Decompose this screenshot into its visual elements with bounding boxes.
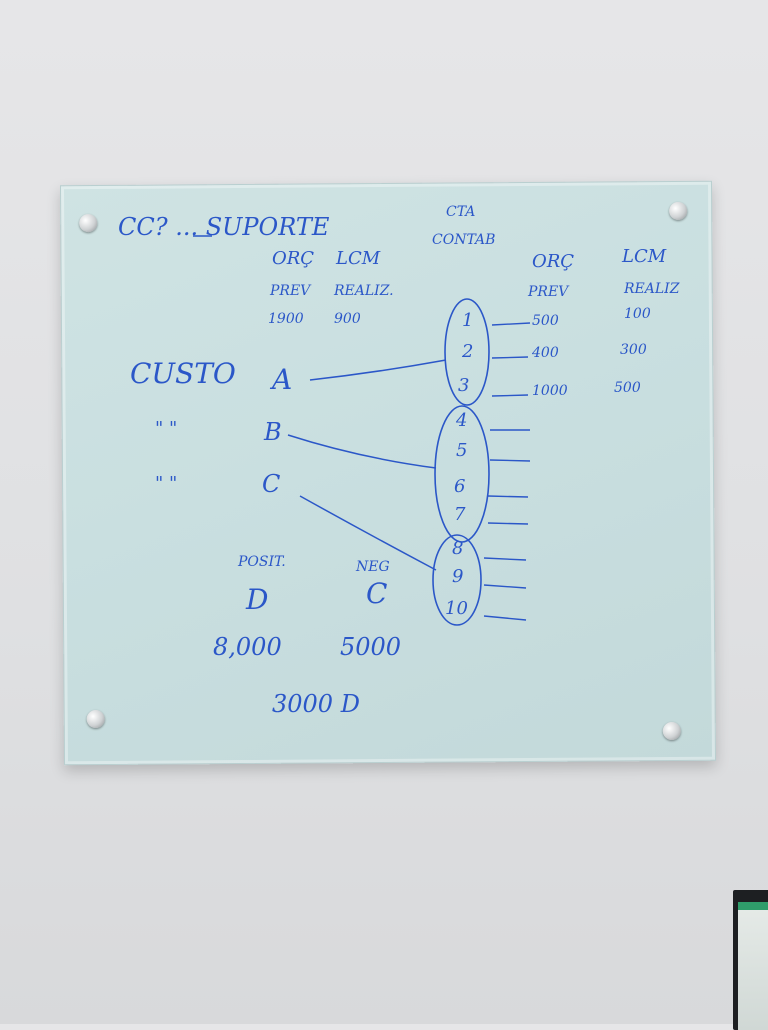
monitor-screen (738, 902, 768, 1030)
right-lcm-1: 100 (624, 306, 651, 322)
cta-header-line1: CTA (446, 204, 476, 220)
cta-header-line2: CONTAB (432, 232, 496, 248)
prev-header: PREV (270, 283, 311, 299)
bolt-top-right (669, 201, 688, 221)
right-orc-header: ORÇ (532, 251, 575, 272)
right-prev-header: PREV (528, 284, 569, 300)
account-2: 2 (462, 341, 474, 362)
cost-label-b: " " (155, 418, 178, 439)
account-3: 3 (458, 375, 470, 396)
account-7: 7 (454, 504, 466, 525)
orc-header: ORÇ (272, 248, 315, 269)
account-10: 10 (445, 598, 468, 619)
right-lcm-3: 500 (614, 380, 641, 396)
result-value: 3000 D (272, 690, 360, 718)
cost-letter-b: B (264, 418, 282, 446)
monitor-title-bar (738, 902, 768, 910)
cost-label-a: CUSTO (130, 357, 236, 390)
neg-label: NEG (356, 559, 390, 575)
right-orc-1: 500 (532, 313, 559, 329)
posit-value: 8,000 (213, 633, 282, 661)
account-1: 1 (462, 310, 474, 331)
bolt-bottom-right (662, 721, 681, 741)
realiz-header: REALIZ. (334, 283, 394, 299)
lcm-header: LCM (336, 248, 381, 269)
account-4: 4 (456, 410, 468, 431)
neg-letter: C (366, 577, 388, 610)
account-9: 9 (452, 566, 464, 587)
right-lcm-header: LCM (622, 246, 667, 267)
account-5: 5 (456, 440, 468, 461)
cost-letter-a: A (272, 363, 293, 396)
posit-label: POSIT. (238, 554, 286, 570)
cost-letter-c: C (262, 470, 281, 498)
right-orc-2: 400 (532, 345, 559, 361)
posit-letter: D (246, 583, 269, 616)
account-6: 6 (454, 476, 466, 497)
right-lcm-2: 300 (620, 342, 647, 358)
bolt-top-left (79, 214, 98, 233)
bolt-bottom-left (86, 709, 105, 729)
orc-value: 1900 (268, 311, 304, 327)
account-8: 8 (452, 538, 464, 559)
lcm-value: 900 (334, 311, 361, 327)
board-title: CC? ... SUPORTE (118, 213, 330, 241)
right-realiz-header: REALIZ (624, 281, 680, 297)
cost-label-c: " " (155, 473, 178, 494)
neg-value: 5000 (340, 633, 402, 661)
monitor-corner (733, 890, 768, 1030)
right-orc-3: 1000 (532, 383, 568, 399)
